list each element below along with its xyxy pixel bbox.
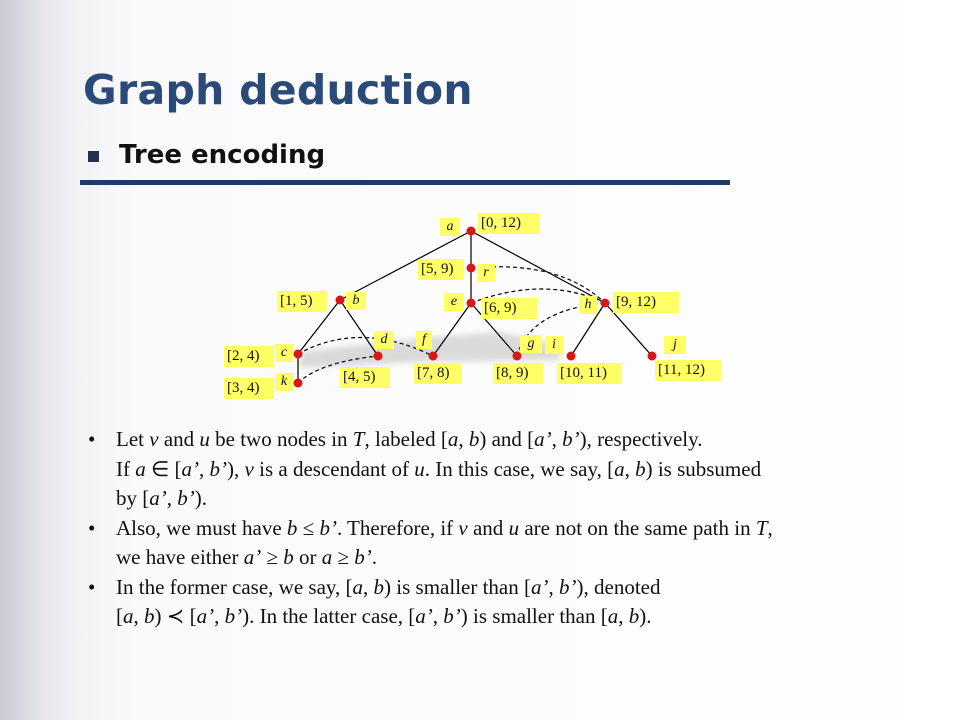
tree-edges xyxy=(297,230,653,383)
node-name-h: h xyxy=(579,296,597,314)
node-r xyxy=(466,263,476,273)
node-name-r: r xyxy=(477,264,495,282)
node-j xyxy=(647,351,657,361)
node-name-j: j xyxy=(664,336,686,354)
paragraph-1: •Let v and u be two nodes in T, labeled … xyxy=(88,427,762,510)
edge-a-b xyxy=(339,230,472,301)
paragraph-3: •In the former case, we say, [a, b) is s… xyxy=(88,574,661,629)
interval-label-e: [6, 9) xyxy=(481,298,537,319)
edge-a-h xyxy=(470,230,606,304)
bullet-icon: • xyxy=(88,515,96,540)
node-h xyxy=(600,298,610,308)
edge-e-f xyxy=(432,302,472,357)
interval-label-a: [0, 12) xyxy=(478,213,540,234)
node-a xyxy=(466,226,476,236)
node-c xyxy=(293,349,303,359)
node-f xyxy=(428,351,438,361)
cross-edge-e-h xyxy=(470,288,606,304)
square-bullet-icon xyxy=(88,151,99,162)
edge-e-g xyxy=(470,302,518,357)
interval-label-b: [1, 5) xyxy=(277,291,327,312)
interval-label-f: [7, 8) xyxy=(414,363,462,384)
node-g xyxy=(512,351,522,361)
node-name-k: k xyxy=(275,373,293,391)
interval-label-i: [10, 11) xyxy=(557,363,621,384)
interval-label-j: [11, 12) xyxy=(655,360,721,381)
tree-nodes xyxy=(293,226,657,388)
node-name-d: d xyxy=(374,331,394,349)
node-e xyxy=(466,298,476,308)
interval-label-c: [2, 4) xyxy=(224,346,274,367)
interval-label-k: [3, 4) xyxy=(224,378,274,399)
interval-label-g: [8, 9) xyxy=(493,363,543,384)
slide-subtitle: Tree encoding xyxy=(119,140,326,170)
node-name-f: f xyxy=(416,331,432,349)
paragraph-2: •Also, we must have b ≤ b’. Therefore, i… xyxy=(88,515,773,570)
node-name-b: b xyxy=(346,292,366,310)
node-name-g: g xyxy=(520,335,542,353)
cross-edge-k-d xyxy=(297,355,379,384)
node-name-a: a xyxy=(440,218,460,236)
node-d xyxy=(373,351,383,361)
node-k xyxy=(293,378,303,388)
cross-edge-r-h xyxy=(470,266,606,304)
interval-label-r: [5, 9) xyxy=(418,259,464,280)
node-name-e: e xyxy=(444,293,464,311)
slide-title: Graph deduction xyxy=(83,66,473,114)
edge-b-c xyxy=(297,299,341,355)
node-b xyxy=(335,295,345,305)
title-underline xyxy=(80,180,730,185)
bullet-icon: • xyxy=(88,427,96,451)
shadow-region xyxy=(300,332,560,368)
bullet-icon: • xyxy=(88,574,96,599)
node-name-c: c xyxy=(275,344,293,362)
edge-h-i xyxy=(570,302,606,357)
body-text: •Let v and u be two nodes in T, labeled … xyxy=(88,425,948,632)
edge-h-j xyxy=(604,302,653,357)
subtitle-row: Tree encoding xyxy=(86,140,686,176)
node-name-i: i xyxy=(545,336,563,354)
interval-label-d: [4, 5) xyxy=(340,367,390,388)
interval-label-h: [9, 12) xyxy=(613,292,679,313)
node-i xyxy=(566,351,576,361)
